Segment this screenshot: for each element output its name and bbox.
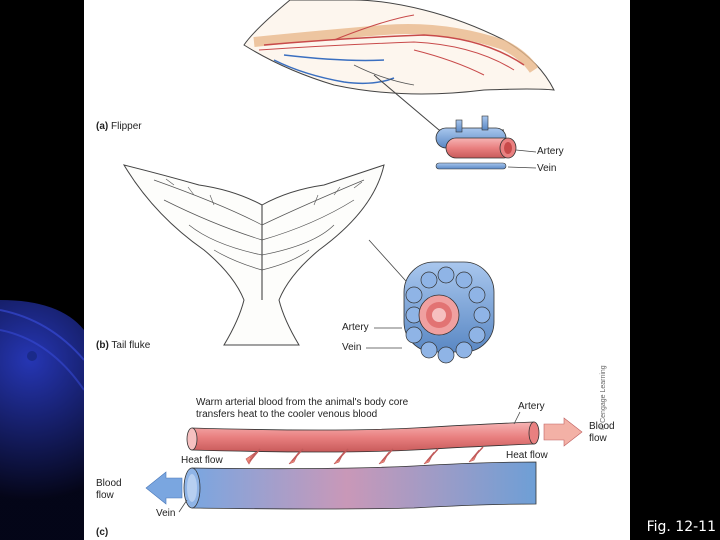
- fluke-artery-label: Artery: [342, 322, 369, 333]
- tail-fluke-illustration: [122, 164, 415, 346]
- blood-flow-right-line1: Blood: [589, 421, 615, 432]
- blood-flow-left-line2: flow: [96, 490, 114, 501]
- flipper-artery-label: Artery: [537, 146, 564, 157]
- flipper-tag: (a): [96, 121, 109, 132]
- figure-panel: (a) Flipper Artery Vein (b) Tail fluke A…: [84, 0, 630, 540]
- tail-fluke-title: (b) Tail fluke: [96, 340, 150, 351]
- blood-flow-right-line2: flow: [589, 433, 607, 444]
- countercurrent-vein-label: Vein: [156, 508, 176, 519]
- flipper-vein-label: Vein: [537, 163, 557, 174]
- heat-flow-right-label: Heat flow: [506, 450, 548, 461]
- tail-fluke-title-text: Tail fluke: [111, 340, 151, 351]
- tail-fluke-tag: (b): [96, 340, 109, 351]
- countercurrent-title: (c): [96, 527, 108, 538]
- heat-flow-left-label: Heat flow: [181, 455, 223, 466]
- countercurrent-description-line2: transfers heat to the cooler venous bloo…: [196, 409, 378, 420]
- flipper-vessel-detail: [435, 115, 537, 170]
- flipper-title: (a) Flipper: [96, 121, 142, 132]
- countercurrent-description-line1: Warm arterial blood from the animal's bo…: [196, 397, 409, 408]
- countercurrent-artery-label: Artery: [518, 401, 545, 412]
- flipper-title-text: Flipper: [111, 121, 142, 132]
- diagram-artwork: [122, 0, 583, 513]
- countercurrent-tag: (c): [96, 527, 109, 538]
- flipper-illustration: [243, 0, 555, 131]
- fluke-vein-label: Vein: [342, 342, 362, 353]
- fluke-vessel-bundle: [366, 261, 495, 364]
- countercurrent-diagram: [145, 411, 583, 513]
- figure-caption: Fig. 12-11: [646, 519, 716, 535]
- blood-flow-left-line1: Blood: [96, 478, 122, 489]
- copyright-credit: © Cengage Learning: [600, 365, 607, 430]
